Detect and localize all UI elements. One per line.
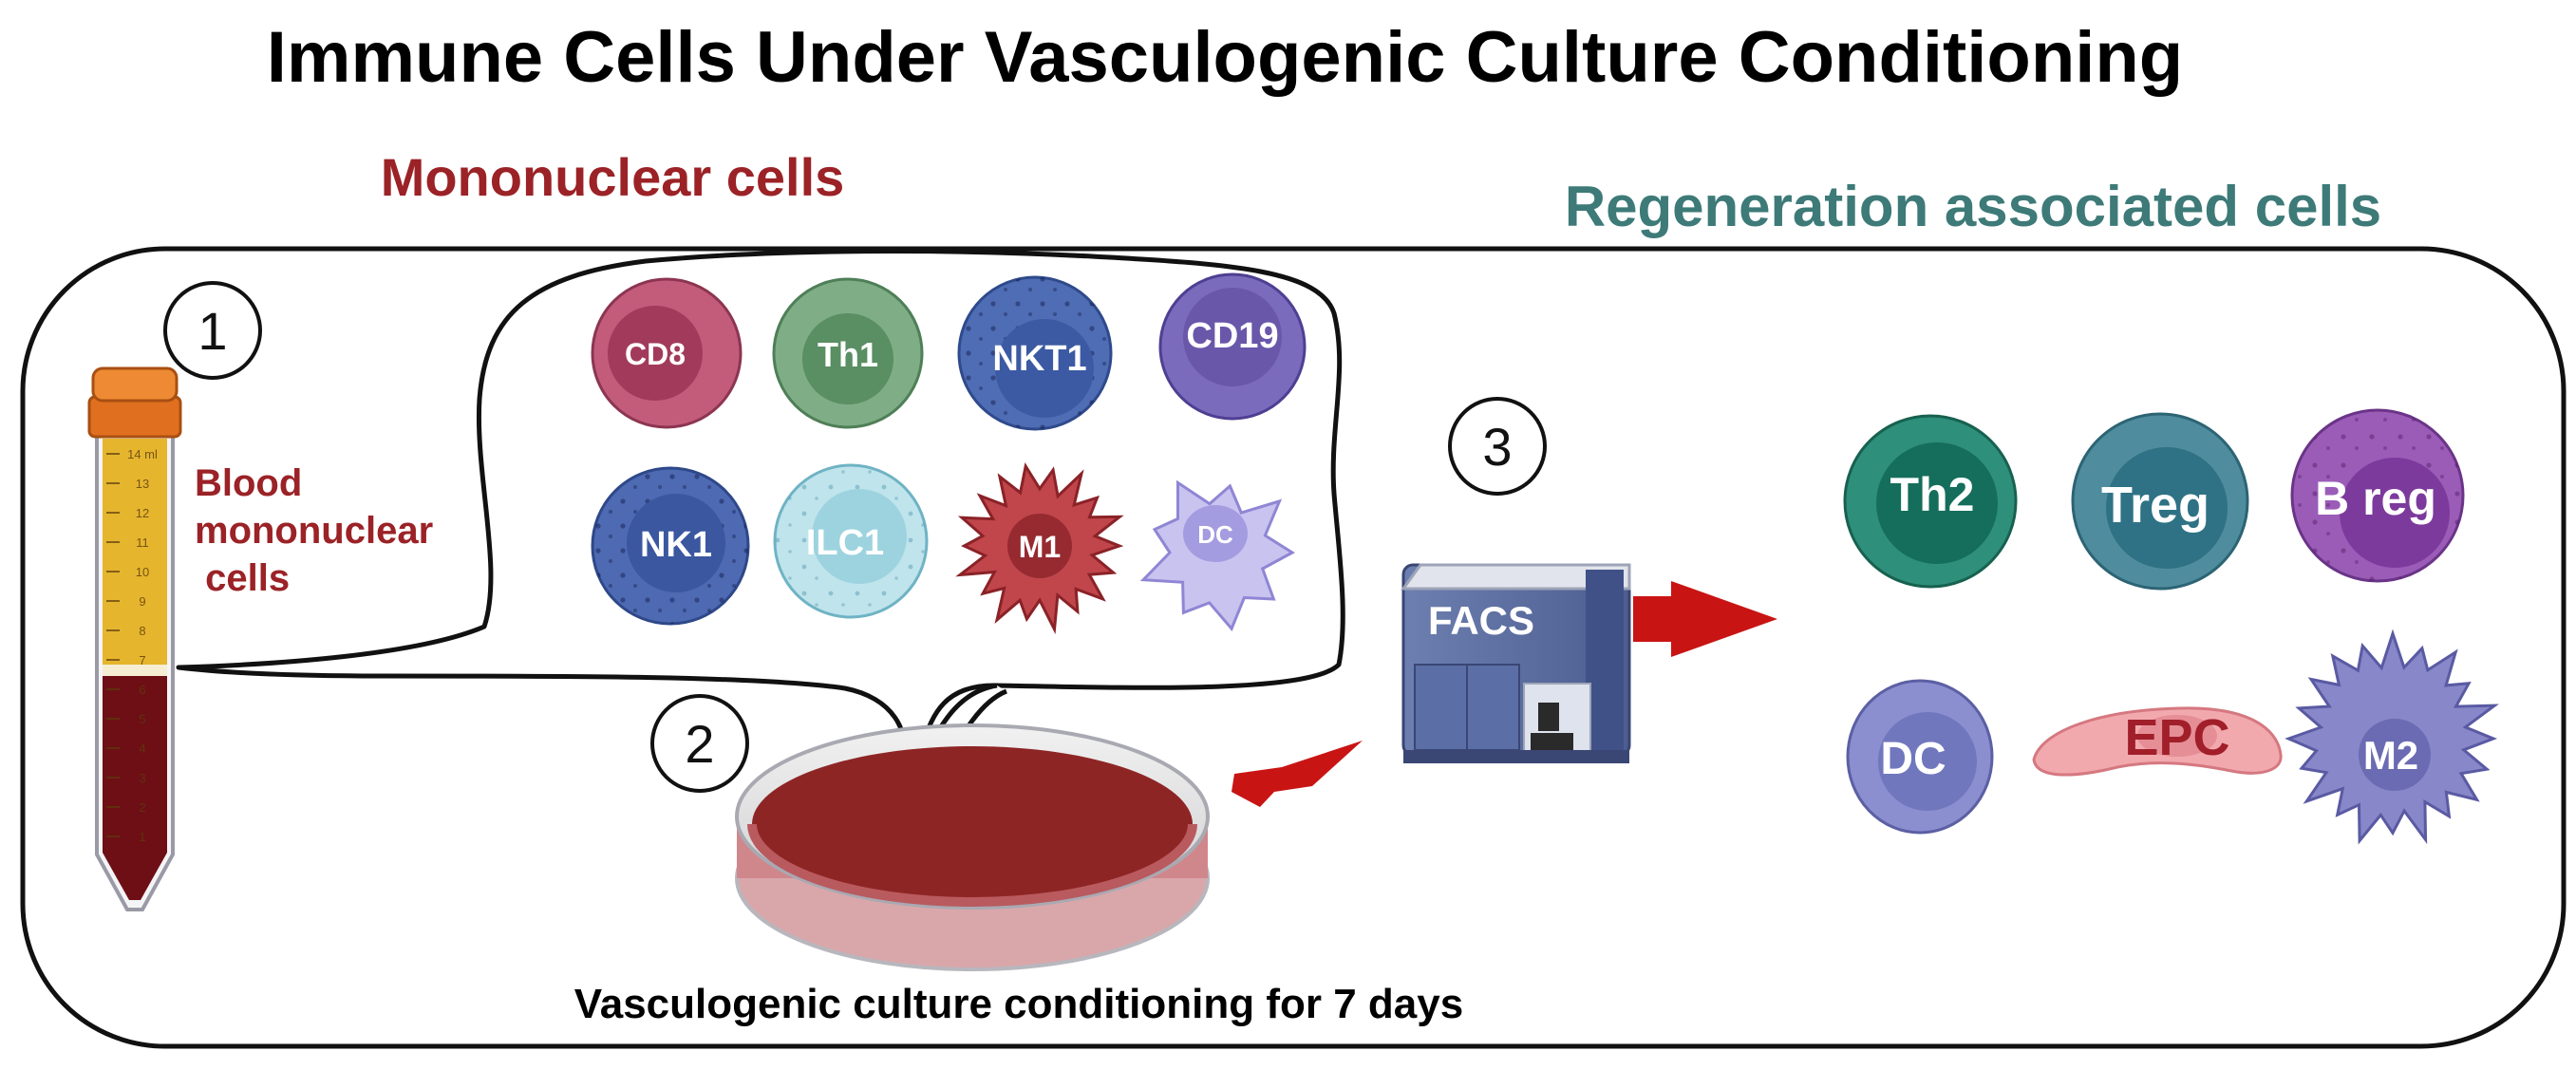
tube-label: Blood mononuclear cells xyxy=(195,462,443,599)
regeneration-heading: Regeneration associated cells xyxy=(1565,175,2381,238)
cell-nk1: NK1 xyxy=(591,466,750,626)
cell-cd8: CD8 xyxy=(591,277,743,429)
cell-cd8-label: CD8 xyxy=(625,337,686,371)
cell-dc-mononuclear-label: DC xyxy=(1197,520,1233,549)
page-title: Immune Cells Under Vasculogenic Culture … xyxy=(267,17,2183,98)
mononuclear-heading: Mononuclear cells xyxy=(381,147,845,207)
tube-scale-label: 4 xyxy=(139,741,145,756)
tube-scale-label: 3 xyxy=(139,771,145,785)
tube-scale-label: 12 xyxy=(136,506,149,520)
step-number-1: 1 xyxy=(197,301,227,361)
tube-scale-label: 13 xyxy=(136,477,149,491)
cell-treg-label: Treg xyxy=(2101,477,2209,534)
tube-scale-label: 2 xyxy=(139,800,145,815)
arrow-facs-to-cells xyxy=(1633,581,1777,657)
cell-breg-label: B reg xyxy=(2315,472,2436,525)
cell-epc-label: EPC xyxy=(2124,709,2229,766)
cell-dc-mononuclear: DC xyxy=(1139,479,1295,632)
tube-scale-label: 9 xyxy=(139,594,145,609)
petri-dish xyxy=(735,723,1210,971)
cell-nkt1: NKT1 xyxy=(957,275,1113,431)
tube-label-line-2: mononuclear xyxy=(195,510,433,552)
cell-epc: EPC xyxy=(2032,706,2283,777)
cell-m1: M1 xyxy=(955,461,1124,635)
tube-scale-label: 14 ml xyxy=(127,447,158,461)
tube-scale-label: 10 xyxy=(136,565,149,579)
cell-th1-label: Th1 xyxy=(818,335,878,374)
tube-scale-label: 8 xyxy=(139,624,145,638)
cell-th1: Th1 xyxy=(772,277,924,429)
cell-nk1-label: NK1 xyxy=(640,525,712,565)
step-marker-2: 2 xyxy=(650,694,749,793)
facs-label: FACS xyxy=(1428,598,1534,643)
step-number-2: 2 xyxy=(685,714,714,774)
tube-scale-label: 6 xyxy=(139,683,145,697)
arrow-dish-to-facs xyxy=(1232,741,1363,807)
tube-scale-label: 5 xyxy=(139,712,145,726)
cell-cd19-label: CD19 xyxy=(1186,316,1278,356)
cell-dc-regeneration-label: DC xyxy=(1880,734,1946,784)
tube-scale: 14 ml 13 12 11 10 9 8 7 6 5 4 3 2 1 xyxy=(106,447,158,844)
tube-scale-label: 7 xyxy=(139,653,145,667)
cell-th2: Th2 xyxy=(1843,414,2018,589)
tube-label-line-3: cells xyxy=(195,557,290,599)
step-marker-3: 3 xyxy=(1448,397,1547,496)
cell-treg: Treg xyxy=(2071,412,2249,591)
cell-m2: M2 xyxy=(2285,629,2500,845)
cell-nkt1-label: NKT1 xyxy=(992,339,1086,379)
step-number-3: 3 xyxy=(1482,417,1512,477)
cell-breg: B reg xyxy=(2290,408,2465,583)
cell-dc-regeneration: DC xyxy=(1846,679,1994,835)
outer-frame xyxy=(20,246,2567,1049)
blood-tube xyxy=(87,366,182,911)
tube-scale-label: 11 xyxy=(136,535,149,550)
culture-caption: Vasculogenic culture conditioning for 7 … xyxy=(574,981,1463,1027)
cell-cd19: CD19 xyxy=(1158,272,1307,421)
tube-label-line-1: Blood xyxy=(195,462,302,504)
cell-m1-label: M1 xyxy=(1019,530,1061,564)
facs-machine xyxy=(1401,563,1631,763)
cell-th2-label: Th2 xyxy=(1890,468,1975,521)
step-marker-1: 1 xyxy=(163,281,262,380)
tube-scale-label: 1 xyxy=(139,830,145,844)
mononuclear-bubble xyxy=(176,249,1345,772)
cell-ilc1: ILC1 xyxy=(773,463,929,619)
cell-m2-label: M2 xyxy=(2363,733,2418,778)
cell-ilc1-label: ILC1 xyxy=(806,523,884,563)
